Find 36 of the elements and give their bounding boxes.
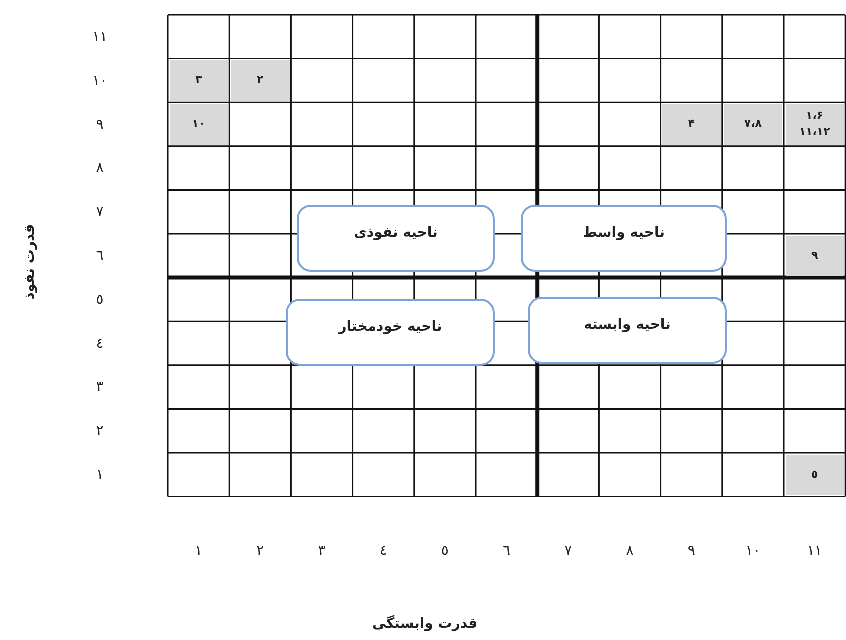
- matrix-cell: ٣: [170, 60, 228, 102]
- axis-tick: ١٠: [744, 542, 762, 561]
- axis-tick: ٦: [95, 246, 105, 266]
- matrix-cell: ۴: [662, 104, 721, 145]
- axis-tick: ٧: [95, 203, 105, 222]
- axis-tick: ١١: [91, 28, 109, 47]
- matrix-cell: ٩: [786, 236, 844, 276]
- axis-tick: ٣: [95, 378, 105, 398]
- axis-tick: ١: [194, 542, 204, 561]
- matrix-cell: ٢: [231, 60, 290, 102]
- axis-tick: ٩: [686, 542, 696, 561]
- axis-tick: ٦: [502, 542, 512, 561]
- axis-tick: ٨: [625, 542, 635, 561]
- matrix-cell: ١،۶ ١١،١٢: [786, 104, 844, 145]
- zone-box: ناحیه وابسته: [528, 297, 727, 364]
- axis-tick: ١٠: [91, 72, 109, 91]
- axis-tick: ٧: [564, 542, 574, 561]
- zone-box: ناحیه خودمختار: [286, 299, 495, 366]
- axis-tick: ١١: [806, 542, 824, 561]
- axis-tick: ٥: [440, 542, 450, 561]
- axis-tick: ٩: [95, 116, 105, 134]
- matrix-cell: ٧،٨: [724, 104, 782, 145]
- axis-tick: ٥: [95, 290, 105, 310]
- axis-tick: ٢: [95, 422, 105, 442]
- axis-tick: ٣: [317, 542, 327, 561]
- matrix-cell: ١٠: [170, 104, 228, 145]
- zone-box: ناحیه واسط: [521, 205, 727, 272]
- axis-title: قدرت وابستگی: [371, 614, 479, 634]
- axis-title: قدرت نفوذ: [21, 223, 39, 302]
- zone-box: ناحیه نفوذی: [297, 205, 495, 272]
- axis-tick: ٨: [95, 159, 105, 178]
- axis-tick: ١: [95, 466, 105, 485]
- axis-tick: ٤: [95, 334, 105, 354]
- matrix-cell: ٥: [786, 454, 844, 496]
- axis-tick: ٤: [378, 542, 388, 561]
- axis-tick: ٢: [256, 542, 266, 561]
